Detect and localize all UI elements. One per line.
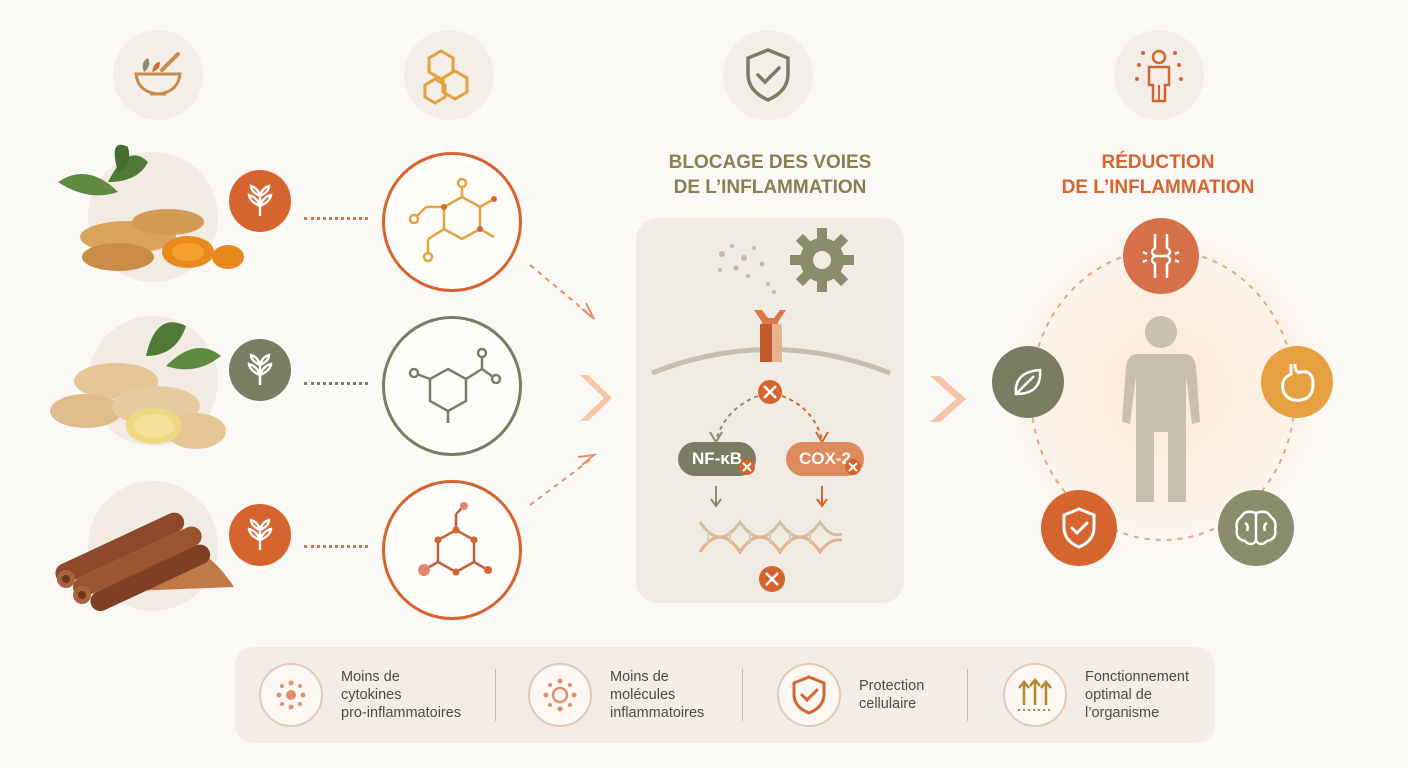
brain-icon: [1218, 490, 1294, 566]
divider: [742, 669, 743, 721]
blocking-panel: NF-κB COX-2: [636, 218, 904, 603]
herb-badge-icon: [229, 339, 291, 401]
benefit-item: Moins de molécules inflammatoires: [528, 647, 704, 743]
chevron-right-icon: [930, 376, 966, 422]
benefit-line: cytokines: [341, 687, 402, 703]
curcumin-molecule-icon: [382, 152, 522, 292]
benefit-item: Moins de cytokines pro-inflammatoires: [259, 647, 461, 743]
benefit-line: Protection: [859, 678, 925, 694]
cinnamaldehyde-molecule-icon: [382, 480, 522, 620]
benefit-item: Protection cellulaire: [777, 647, 924, 743]
cytokine-dots-icon: [259, 663, 323, 727]
benefit-line: inflammatoires: [610, 705, 705, 721]
benefit-text: Moins de cytokines pro-inflammatoires: [341, 668, 461, 722]
benefit-line: pro-inflammatoires: [341, 705, 462, 721]
benefit-text: Protection cellulaire: [859, 677, 924, 713]
joint-icon: [1123, 218, 1199, 294]
gear-icon: [790, 228, 854, 292]
benefit-line: Moins de: [610, 669, 669, 685]
benefit-text: Fonctionnement optimal de l’organisme: [1085, 668, 1189, 722]
reduction-title-line2: DE L’INFLAMMATION: [1061, 177, 1255, 198]
stomach-icon: [1261, 346, 1333, 418]
dna-icon: [698, 519, 843, 555]
reduction-title-line1: RÉDUCTION: [1101, 152, 1215, 173]
benefit-line: l’organisme: [1085, 705, 1160, 721]
molecule-hexagon-icon: [404, 30, 494, 120]
ginger-image: [50, 316, 226, 449]
close-icon: [845, 459, 861, 475]
gingerol-molecule-icon: [382, 316, 522, 456]
benefit-line: Moins de: [341, 669, 400, 685]
divider: [967, 669, 968, 721]
cox2-pill: COX-2: [786, 442, 864, 476]
blocking-title-line1: BLOCAGE DES VOIES: [668, 152, 872, 173]
connector-dots: [304, 382, 368, 385]
nfkb-label: NF-κB: [691, 449, 743, 468]
rising-arrows-icon: [1003, 663, 1067, 727]
blocking-title: BLOCAGE DES VOIES DE L’INFLAMMATION: [636, 150, 904, 200]
benefit-line: molécules: [610, 687, 676, 703]
divider: [495, 669, 496, 721]
leaf-icon: [992, 346, 1064, 418]
benefit-line: Fonctionnement: [1085, 669, 1189, 685]
shield-check-icon: [1041, 490, 1117, 566]
benefit-line: cellulaire: [859, 696, 917, 712]
benefits-bar: Moins de cytokines pro-inflammatoires Mo…: [235, 647, 1215, 743]
shield-check-icon: [723, 30, 813, 120]
connector-dots: [304, 217, 368, 220]
cox2-label: COX-2: [799, 449, 851, 468]
reduction-title: RÉDUCTION DE L’INFLAMMATION: [1028, 150, 1288, 200]
benefit-line: optimal de: [1085, 687, 1152, 703]
benefit-text: Moins de molécules inflammatoires: [610, 668, 704, 722]
nfkb-pill: NF-κB: [678, 442, 756, 476]
human-body-icon: [1122, 316, 1200, 502]
mortar-pestle-icon: [113, 30, 203, 120]
benefit-item: Fonctionnement optimal de l’organisme: [1003, 647, 1189, 743]
close-icon: [739, 459, 755, 475]
herb-badge-icon: [229, 504, 291, 566]
human-radiance-icon: [1114, 30, 1204, 120]
cinnamon-image: [55, 481, 234, 612]
molecule-ring-icon: [528, 663, 592, 727]
connector-dots: [304, 545, 368, 548]
herb-badge-icon: [229, 170, 291, 232]
turmeric-image: [58, 144, 244, 282]
shield-check-icon: [777, 663, 841, 727]
convergence-arrows: [529, 264, 612, 506]
blocking-title-line2: DE L’INFLAMMATION: [673, 177, 867, 198]
